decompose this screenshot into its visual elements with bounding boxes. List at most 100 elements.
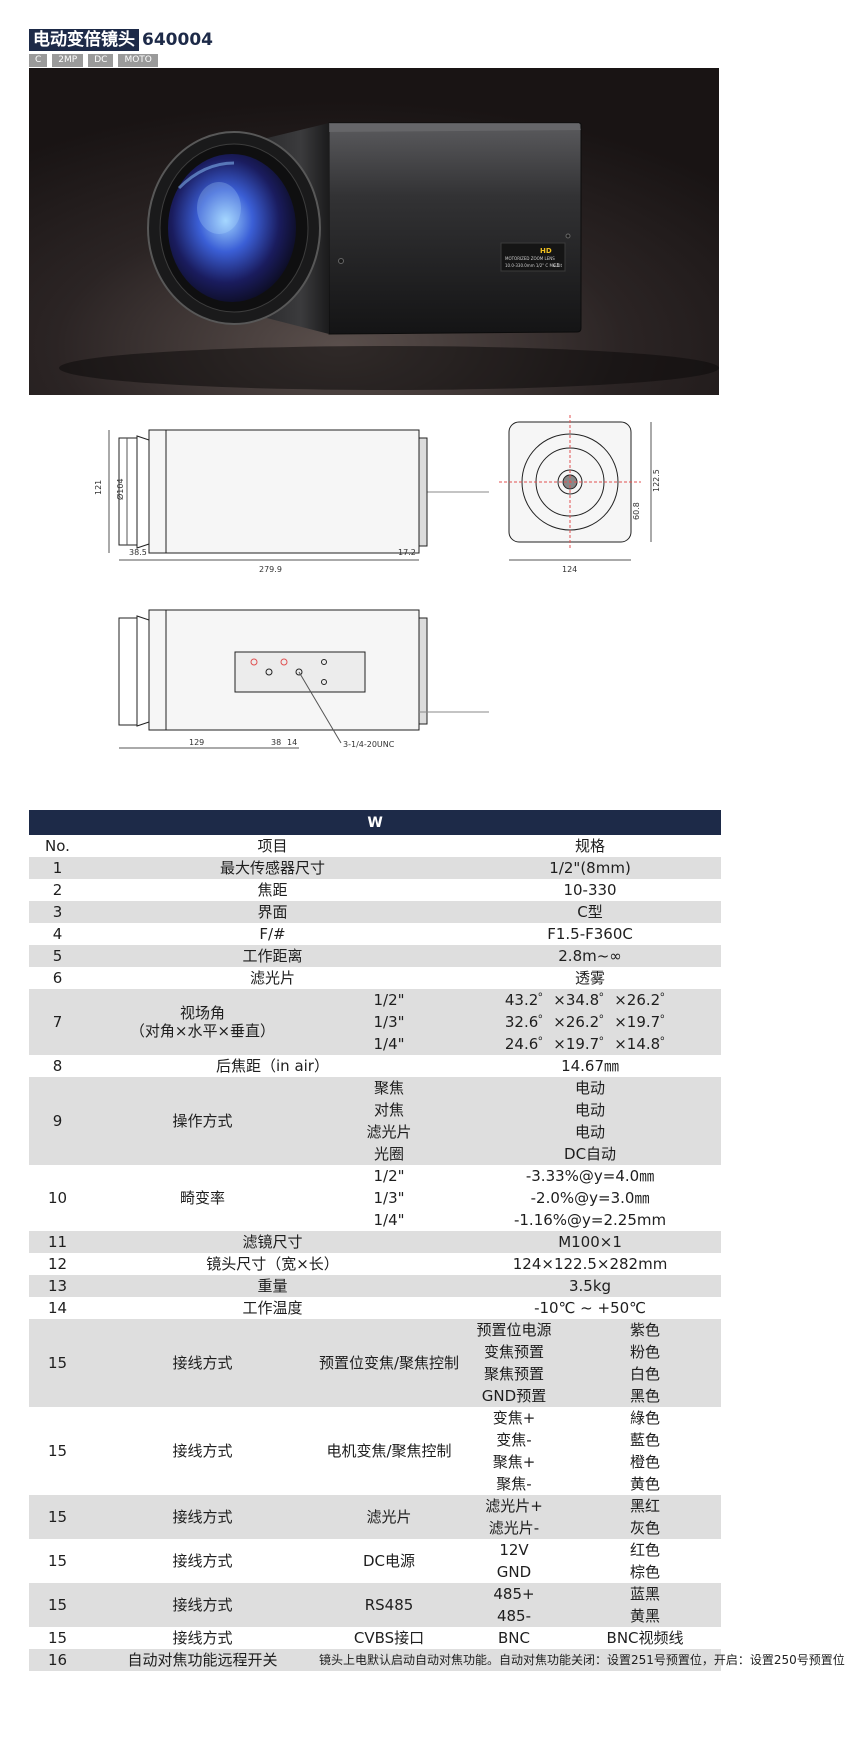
spec-table: W No. 项目 规格 1 最大传感器尺寸 1/2"(8mm) 2 焦距 10-…: [29, 810, 845, 1671]
wire-color: 黄色: [569, 1473, 722, 1495]
wire-signal: 变焦预置: [459, 1341, 569, 1363]
product-title: 电动变倍镜头: [29, 29, 139, 51]
table-row: 15 接线方式 RS485 485+ 蓝黑: [29, 1583, 722, 1627]
title-row: 电动变倍镜头 640004: [29, 29, 213, 51]
body-screw-2: [565, 233, 571, 239]
mount-hole-4: [295, 668, 303, 676]
table-row: 变焦- 藍色: [29, 1429, 722, 1451]
wire-signal: GND预置: [459, 1385, 569, 1407]
row-value: 透雾: [459, 967, 722, 989]
dim-diameter: Ø104: [115, 478, 125, 500]
wire-signal: 滤光片-: [459, 1517, 569, 1539]
bottom-front-ring: [118, 617, 137, 726]
table-row: 10 畸变率 1/2" -3.33%@y=4.0㎜: [29, 1165, 722, 1231]
table-row: 聚焦预置 白色: [29, 1363, 722, 1385]
wire-color: 綠色: [569, 1407, 722, 1429]
distortion-value: -1.16%@y=2.25mm: [459, 1209, 722, 1231]
row-item: 接线方式: [86, 1319, 319, 1407]
dim-rear: 17.2: [398, 548, 416, 557]
table-row: 11 滤镜尺寸 M100×1: [29, 1231, 722, 1253]
distortion-value: -2.0%@y=3.0㎜: [459, 1187, 722, 1209]
row-item: 畸变率: [86, 1165, 319, 1231]
table-row: 15 接线方式 电机变焦/聚焦控制 变焦+ 綠色: [29, 1407, 722, 1495]
wire-signal: GND: [459, 1561, 569, 1583]
label-brand: HD: [540, 247, 552, 255]
dim-bottom-1: 129: [189, 738, 204, 747]
tag-c: C: [29, 54, 48, 67]
table-row: GND预置 黑色: [29, 1385, 722, 1407]
side-view-top: [108, 429, 489, 561]
row-no: 3: [29, 901, 86, 923]
product-header: 电动变倍镜头 640004 C 2MP DC MOTO: [29, 29, 213, 67]
row-value: 1/2"(8mm): [459, 857, 722, 879]
row-item: 镜头尺寸（宽×长）: [86, 1253, 459, 1275]
table-row: 光圈 DC自动: [29, 1143, 722, 1165]
table-row: 变焦预置 粉色: [29, 1341, 722, 1363]
wire-signal: 聚焦-: [459, 1473, 569, 1495]
mount-hole-2: [265, 668, 273, 676]
dim-front-height: 122.5: [652, 469, 661, 492]
wire-signal: BNC: [459, 1627, 569, 1649]
glass-highlight: [177, 161, 235, 190]
wire-color: 红色: [569, 1539, 722, 1561]
fov-value: 43.2゜×34.8゜×26.2゜: [459, 989, 722, 1011]
row-no: 13: [29, 1275, 86, 1297]
table-row: 滤光片 电动: [29, 1121, 722, 1143]
control-value: DC自动: [459, 1143, 722, 1165]
spec-label-plate: [500, 242, 566, 272]
row-item: 操作方式: [86, 1077, 319, 1165]
row-item-fov: 视场角 （对角×水平×垂直）: [86, 989, 319, 1055]
row-no: 10: [29, 1165, 86, 1231]
wiring-group: DC电源: [319, 1539, 459, 1583]
wire-signal: 12V: [459, 1539, 569, 1561]
row-item: 滤镜尺寸: [86, 1231, 459, 1253]
wiring-group: CVBS接口: [319, 1627, 459, 1649]
col-spec: 规格: [459, 835, 722, 857]
wire-color: 棕色: [569, 1561, 722, 1583]
table-row: 2 焦距 10-330: [29, 879, 722, 901]
table-row: 3 界面 C型: [29, 901, 722, 923]
col-no: No.: [29, 835, 86, 857]
row-value: 14.67㎜: [459, 1055, 722, 1077]
wiring-group: RS485: [319, 1583, 459, 1627]
table-row: 6 滤光片 透雾: [29, 967, 722, 989]
table-row: 对焦 电动: [29, 1099, 722, 1121]
row-value: 124×122.5×282mm: [459, 1253, 722, 1275]
side-body: [148, 429, 420, 554]
table-row: 14 工作温度 -10℃ ~ +50℃: [29, 1297, 722, 1319]
table-row: 15 接线方式 预置位变焦/聚焦控制 预置位电源 紫色: [29, 1319, 722, 1407]
control-value: 电动: [459, 1077, 722, 1099]
wire-signal: 485-: [459, 1605, 569, 1627]
table-row: 聚焦- 黄色: [29, 1473, 722, 1495]
side-gear: [418, 437, 428, 547]
col-item: 项目: [86, 835, 459, 857]
mount-hole-1: [250, 658, 258, 666]
control-value: 电动: [459, 1121, 722, 1143]
row-no: 4: [29, 923, 86, 945]
row-value: 3.5kg: [459, 1275, 722, 1297]
fov-value: 32.6゜×26.2゜×19.7゜: [459, 1011, 722, 1033]
lens-glass: [168, 154, 296, 302]
sensor-size: 1/4": [319, 1033, 459, 1055]
row-no: 14: [29, 1297, 86, 1319]
row-no: 16: [29, 1649, 86, 1671]
table-row: 1 最大传感器尺寸 1/2"(8mm): [29, 857, 722, 879]
control-type: 聚焦: [319, 1077, 459, 1099]
row-no: 1: [29, 857, 86, 879]
row-item: 接线方式: [86, 1539, 319, 1583]
screw-leader: [298, 671, 342, 744]
glass-reflection: [197, 182, 241, 234]
table-row: 8 后焦距（in air） 14.67㎜: [29, 1055, 722, 1077]
wire-signal: 变焦-: [459, 1429, 569, 1451]
wire-color: 橙色: [569, 1451, 722, 1473]
wire-signal: 聚焦预置: [459, 1363, 569, 1385]
table-row: 7 视场角 （对角×水平×垂直） 1/2" 43.2゜×34.8゜×26.2゜: [29, 989, 722, 1055]
dim-bottom-3: 14: [287, 738, 297, 747]
row-item: 界面: [86, 901, 459, 923]
wire-color: 粉色: [569, 1341, 722, 1363]
technical-drawing: 121 Ø104 38.5 279.9 17.2 122.5 60.8 124: [94, 415, 661, 749]
sensor-size: 1/3": [319, 1011, 459, 1033]
dim-total-length: 279.9: [259, 565, 282, 574]
row-item: 自动对焦功能远程开关: [86, 1649, 319, 1671]
wire-color: 蓝黑: [569, 1583, 722, 1605]
